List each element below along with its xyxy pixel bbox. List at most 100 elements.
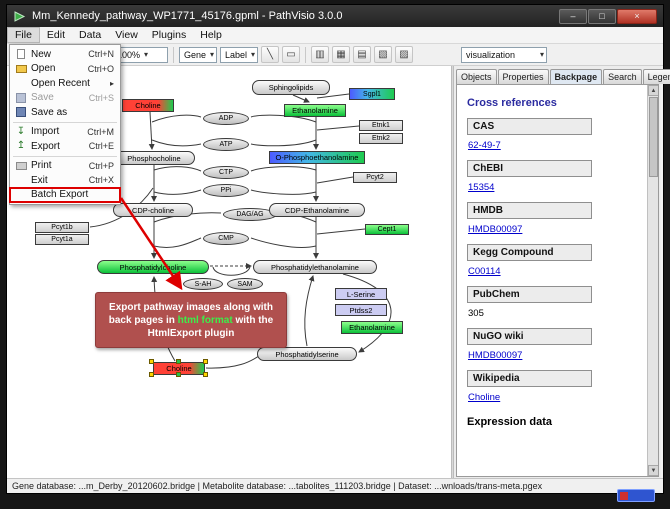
pathway-node[interactable]: Sphingolipids (252, 80, 330, 95)
menu-item-label: Print (31, 160, 52, 171)
pathway-node[interactable]: Phosphatidylserine (257, 347, 357, 361)
menu-item-open[interactable]: Open Ctrl+O (10, 62, 120, 77)
pathway-node[interactable]: CDP-Ethanolamine (269, 203, 365, 217)
line-tool-button[interactable]: ╲ (261, 46, 279, 63)
menu-item-label: Import (31, 126, 59, 137)
pathway-node[interactable]: L-Serine (335, 288, 387, 300)
title-bar: Mm_Kennedy_pathway_WP1771_45176.gpml - P… (7, 5, 663, 27)
pathway-node[interactable]: Phosphatidylcholine (97, 260, 209, 274)
menu-data[interactable]: Data (72, 28, 108, 42)
file-menu: New Ctrl+N Open Ctrl+O Open Recent ▸ Sav… (9, 44, 121, 205)
menu-item-new[interactable]: New Ctrl+N (10, 47, 120, 62)
menu-separator (13, 156, 117, 157)
menu-help[interactable]: Help (193, 28, 229, 42)
xref-link-chebi[interactable]: 15354 (468, 182, 648, 193)
scroll-down-icon[interactable]: ▼ (648, 465, 659, 476)
selection-handle[interactable] (149, 359, 154, 364)
menu-item-print[interactable]: Print Ctrl+P (10, 159, 120, 174)
pathway-node[interactable]: Etnk1 (359, 120, 403, 131)
menu-edit[interactable]: Edit (40, 28, 72, 42)
pathway-node[interactable]: Ethanolamine (341, 321, 403, 334)
xref-header-pubchem: PubChem (467, 286, 592, 303)
toolbar-separator (173, 47, 174, 63)
pathway-node[interactable]: Phosphocholine (113, 151, 195, 165)
selection-handle[interactable] (203, 359, 208, 364)
selection-handle[interactable] (176, 372, 181, 377)
pathway-node[interactable]: Cept1 (365, 224, 409, 235)
pathway-node[interactable]: CDP-choline (113, 203, 193, 217)
node-label: Sgpl1 (363, 91, 381, 98)
pathway-node[interactable]: CMP (203, 232, 249, 245)
node-label: Pcyt1a (51, 236, 72, 243)
node-label: Pcyt2 (366, 174, 384, 181)
minimize-button[interactable]: – (559, 9, 587, 24)
chevron-down-icon: ▾ (540, 50, 544, 59)
pathway-node[interactable]: Pcyt1b (35, 222, 89, 233)
tab-properties[interactable]: Properties (498, 69, 549, 84)
visualization-select[interactable]: visualization ▾ (461, 47, 547, 63)
expression-data-title: Expression data (467, 416, 648, 428)
pathway-node[interactable]: Pcyt2 (353, 172, 397, 183)
pathway-node[interactable]: Etnk2 (359, 133, 403, 144)
menu-plugins[interactable]: Plugins (145, 28, 193, 42)
background-artifact-dot (620, 492, 628, 500)
distribute-vertical-button[interactable]: ▨ (395, 46, 413, 63)
shape-tool-button[interactable]: ▭ (282, 46, 300, 63)
xref-link-hmdb[interactable]: HMDB00097 (468, 224, 648, 235)
node-label: Cept1 (378, 226, 397, 233)
status-bar: Gene database: ...m_Derby_20120602.bridg… (7, 478, 663, 493)
menu-item-exit[interactable]: Exit Ctrl+X (10, 173, 120, 188)
pathway-node[interactable]: ADP (203, 112, 249, 125)
tab-objects[interactable]: Objects (456, 69, 497, 84)
pathway-node[interactable]: Pcyt1a (35, 234, 89, 245)
distribute-horizontal-button[interactable]: ▧ (374, 46, 392, 63)
menu-item-save-as[interactable]: Save as (10, 105, 120, 120)
pathway-node[interactable]: O-Phosphoethanolamine (269, 151, 365, 164)
menu-item-label: Save as (31, 107, 67, 118)
menu-item-label: Export (31, 141, 60, 152)
xref-link-kegg[interactable]: C00114 (468, 266, 648, 277)
xref-header-cas: CAS (467, 118, 592, 135)
pathway-node[interactable]: SAM (227, 278, 263, 290)
node-label: SAM (237, 281, 252, 288)
align-center-button[interactable]: ▦ (332, 46, 350, 63)
menu-item-batch-export[interactable]: Batch Export (10, 188, 120, 203)
scrollbar-thumb[interactable] (649, 97, 658, 177)
scroll-up-icon[interactable]: ▲ (648, 85, 659, 96)
close-button[interactable]: × (617, 9, 657, 24)
pathway-node[interactable]: ATP (203, 138, 249, 151)
pathway-node[interactable]: Phosphatidylethanolamine (253, 260, 377, 274)
menu-file[interactable]: File (7, 27, 40, 43)
selection-handle[interactable] (203, 372, 208, 377)
xref-link-cas[interactable]: 62-49-7 (468, 140, 648, 151)
menu-item-save[interactable]: Save Ctrl+S (10, 91, 120, 106)
maximize-button[interactable]: □ (588, 9, 616, 24)
node-label: ATP (219, 141, 232, 148)
menu-item-import[interactable]: ↧ Import Ctrl+M (10, 125, 120, 140)
tab-backpage[interactable]: Backpage (550, 69, 603, 84)
xref-link-nugo[interactable]: HMDB00097 (468, 350, 648, 361)
node-label: L-Serine (347, 290, 375, 299)
pathway-node[interactable]: S-AH (183, 278, 223, 290)
align-left-button[interactable]: ▥ (311, 46, 329, 63)
selection-handle[interactable] (176, 359, 181, 364)
print-icon (14, 162, 28, 170)
backpage-scrollbar[interactable]: ▲ ▼ (647, 85, 658, 476)
label-dropdown[interactable]: Label ▾ (220, 47, 258, 63)
pathway-node[interactable]: PPi (203, 184, 249, 197)
tab-legend[interactable]: Legend (643, 69, 670, 84)
menu-item-label: Exit (31, 175, 48, 186)
menu-item-export[interactable]: ↥ Export Ctrl+E (10, 139, 120, 154)
pathway-node[interactable]: Ethanolamine (284, 104, 346, 117)
selection-handle[interactable] (149, 372, 154, 377)
datanode-dropdown[interactable]: Gene ▾ (179, 47, 217, 63)
pathway-node[interactable]: Ptdss2 (335, 304, 387, 316)
align-top-button[interactable]: ▤ (353, 46, 371, 63)
pathway-node[interactable]: Sgpl1 (349, 88, 395, 100)
tab-search[interactable]: Search (603, 69, 642, 84)
xref-link-wikipedia[interactable]: Choline (468, 392, 648, 403)
pathway-node[interactable]: CTP (203, 166, 249, 179)
menu-item-open-recent[interactable]: Open Recent ▸ (10, 76, 120, 91)
pathway-node[interactable]: Choline (122, 99, 174, 112)
menu-view[interactable]: View (108, 28, 145, 42)
